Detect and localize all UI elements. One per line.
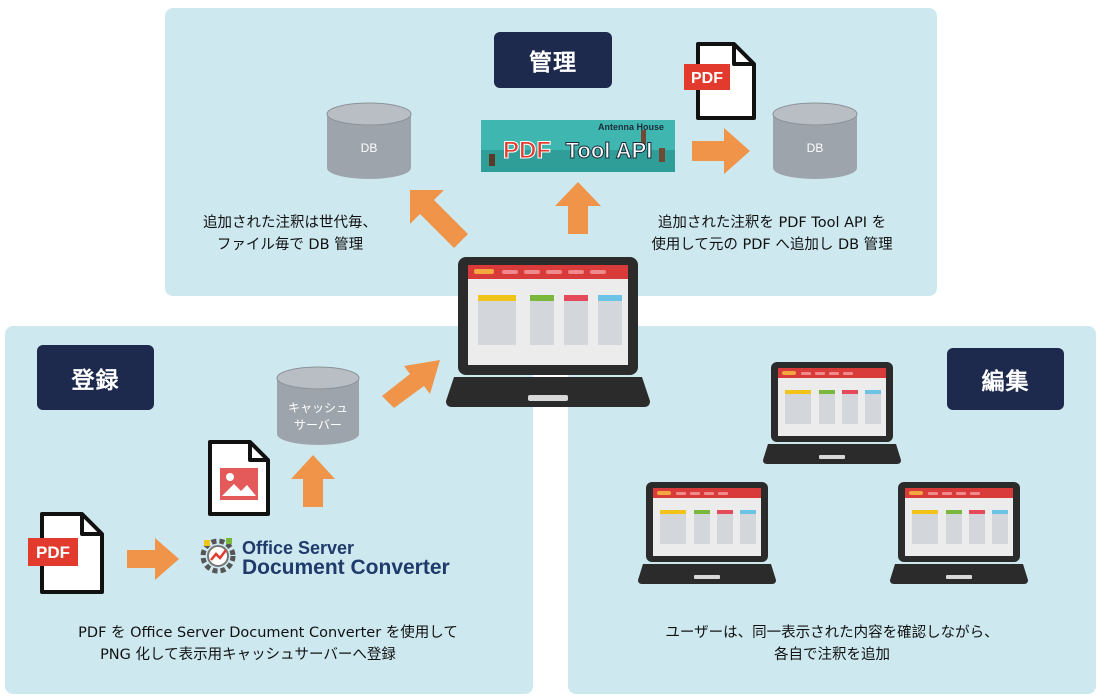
arrow-icon bbox=[127, 538, 179, 580]
database-icon: キャッシュ サーバー bbox=[276, 366, 360, 445]
caption-line: ユーザーは、同一表示された内容を確認しながら、 bbox=[665, 625, 999, 641]
pdf-badge-text: PDF bbox=[691, 70, 723, 87]
pdf-badge-text: PDF bbox=[36, 543, 70, 562]
cache-label-2: サーバー bbox=[294, 418, 342, 432]
caption-line: 各自で注釈を追加 bbox=[774, 647, 890, 663]
pdf-file-icon: PDF bbox=[684, 42, 756, 120]
osdc-logo: Office Server Document Converter bbox=[242, 538, 472, 578]
gear-icon bbox=[200, 538, 236, 574]
database-icon: DB bbox=[326, 102, 412, 179]
caption-kanri-left: 追加された注釈は世代毎、 ファイル毎で DB 管理 bbox=[180, 212, 400, 256]
divider bbox=[533, 410, 568, 700]
caption-line: 追加された注釈を PDF Tool API を bbox=[657, 215, 887, 231]
caption-line: 追加された注釈は世代毎、 bbox=[203, 215, 377, 231]
database-icon: DB bbox=[772, 102, 858, 179]
caption-touroku: PDF を Office Server Document Converter を… bbox=[8, 622, 528, 666]
section-title-kanri: 管理 bbox=[494, 32, 612, 88]
laptop-icon bbox=[446, 257, 650, 407]
arrow-icon bbox=[410, 190, 468, 248]
logo-pdf: PDF bbox=[503, 137, 551, 164]
image-file-icon bbox=[208, 440, 270, 516]
caption-henshu: ユーザーは、同一表示された内容を確認しながら、 各自で注釈を追加 bbox=[580, 622, 1084, 666]
caption-line: 使用して元の PDF へ追加し DB 管理 bbox=[651, 237, 893, 253]
arrow-icon bbox=[692, 128, 750, 174]
arrow-icon bbox=[382, 360, 440, 408]
db-label: DB bbox=[807, 141, 824, 155]
arrow-icon bbox=[291, 455, 335, 507]
caption-line: ファイル毎で DB 管理 bbox=[216, 237, 364, 253]
cache-label-1: キャッシュ bbox=[288, 401, 348, 415]
section-title-touroku: 登録 bbox=[37, 345, 154, 410]
laptop-icon bbox=[638, 482, 776, 584]
caption-line: PNG 化して表示用キャッシュサーバーへ登録 bbox=[100, 647, 396, 663]
pdf-file-icon: PDF bbox=[28, 512, 104, 594]
logo-tool-api: Tool API bbox=[566, 138, 653, 163]
osdc-logo-line2: Document Converter bbox=[242, 556, 450, 579]
db-label: DB bbox=[361, 141, 378, 155]
arrow-icon bbox=[555, 182, 601, 234]
section-title-henshu: 編集 bbox=[947, 348, 1064, 410]
logo-brand: Antenna House bbox=[598, 122, 664, 132]
caption-kanri-right: 追加された注釈を PDF Tool API を 使用して元の PDF へ追加し … bbox=[612, 212, 932, 256]
laptop-icon bbox=[763, 362, 901, 464]
osdc-logo-line1: Office Server bbox=[242, 538, 355, 558]
caption-line: PDF を Office Server Document Converter を… bbox=[78, 625, 458, 641]
pdf-tool-api-logo: Antenna House PDF Tool API bbox=[481, 120, 675, 172]
laptop-icon bbox=[890, 482, 1028, 584]
